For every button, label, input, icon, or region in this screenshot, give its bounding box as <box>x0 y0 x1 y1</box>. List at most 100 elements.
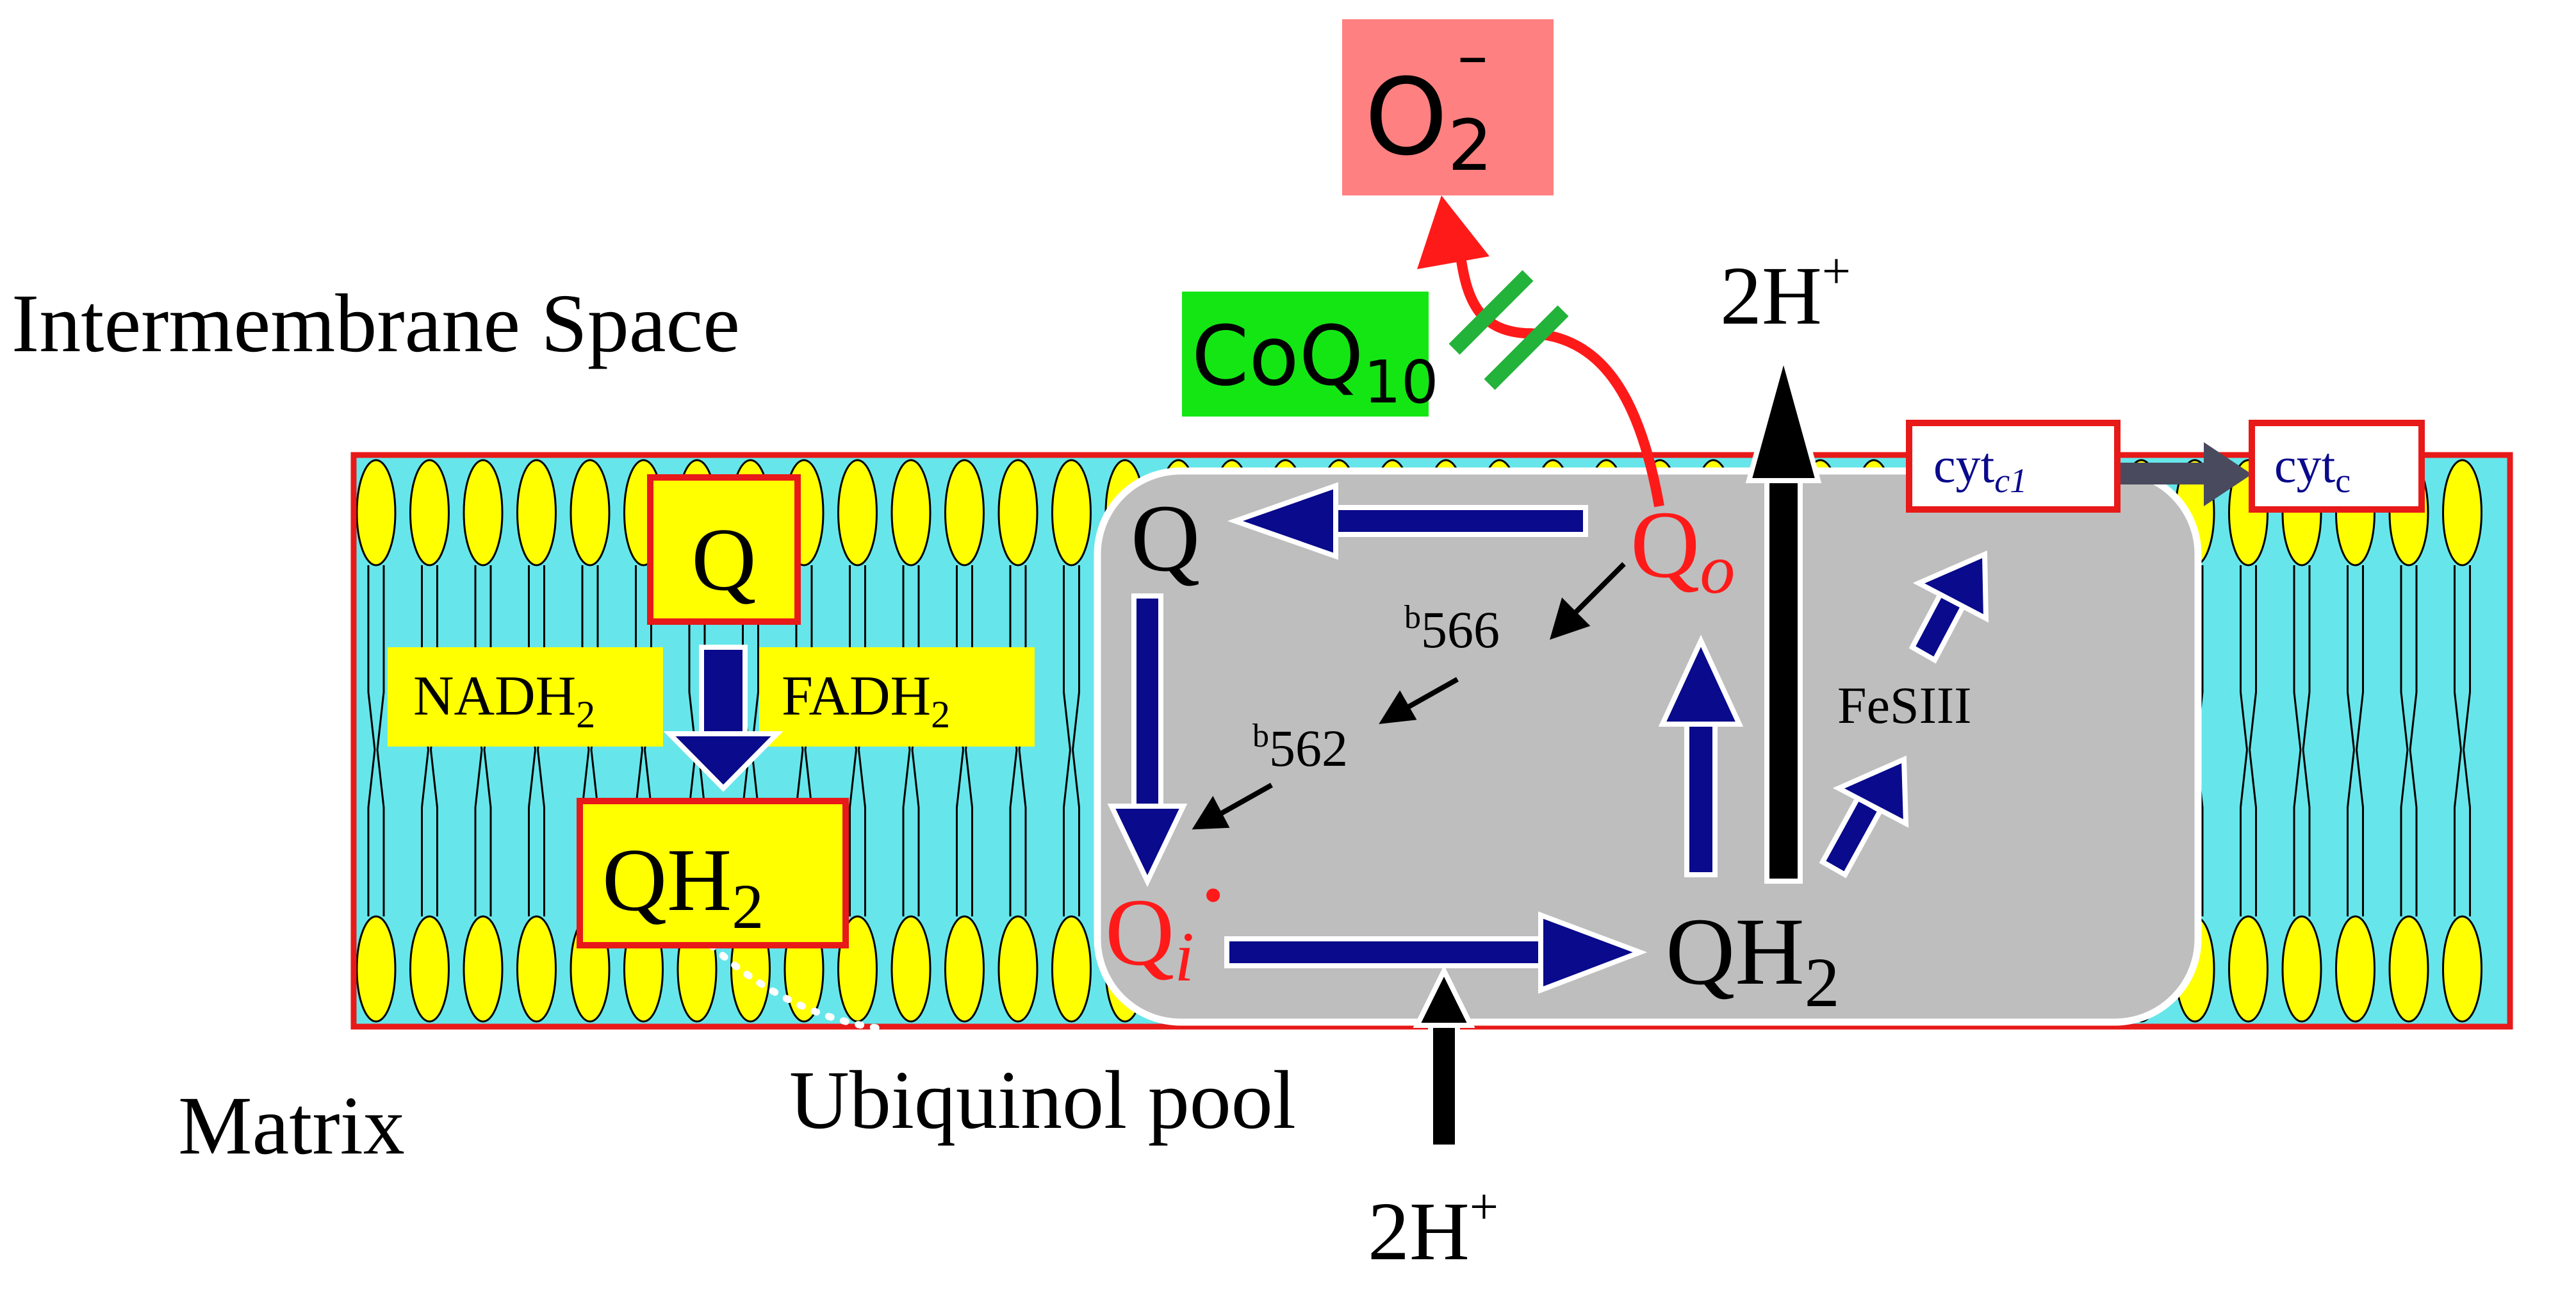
lipid-head <box>516 459 557 566</box>
arrow-b562-to-qi <box>1219 782 1273 816</box>
lipid-head <box>409 459 450 566</box>
q-cycle-label: Q <box>1131 485 1200 591</box>
b562-superscript: b <box>1252 718 1269 754</box>
superoxide-leak-arrow <box>1456 255 1664 508</box>
qh2-cycle-subscript: 2 <box>1805 943 1840 1021</box>
fadh2-subscript: 2 <box>931 693 950 736</box>
svg-text:NADH2: NADH2 <box>413 665 595 736</box>
arrow-q-to-qh2-left <box>663 645 783 792</box>
lipid-tail <box>2293 565 2311 916</box>
q-box: Q <box>647 474 801 625</box>
svg-text:FADH2: FADH2 <box>782 665 950 736</box>
qh2-cycle-label: QH <box>1666 898 1805 1005</box>
lipid-head <box>2388 915 2429 1023</box>
svg-text:b566: b566 <box>1404 599 1500 659</box>
superoxide-charge: – <box>1457 21 1488 92</box>
lipid-head <box>463 915 504 1023</box>
qh2-box: QH2 <box>577 798 849 948</box>
qh2-box-subscript: 2 <box>732 871 764 942</box>
arrow-b566-to-b562 <box>1405 677 1459 711</box>
lipid-head <box>944 915 985 1023</box>
svg-text:2H+: 2H+ <box>1368 1179 1498 1278</box>
nadh2-subscript: 2 <box>576 693 595 736</box>
lipid-head <box>890 459 931 566</box>
proton-bottom-label: 2H <box>1368 1186 1470 1278</box>
svg-text:cytc1: cytc1 <box>1933 437 2027 500</box>
lipid-tail <box>2454 565 2471 916</box>
lipid-head <box>516 915 557 1023</box>
lipid-head <box>356 459 397 566</box>
cytc1-to-cytc-arrow <box>2121 442 2252 506</box>
lipid-tail <box>1063 565 1080 916</box>
inhibition-marks <box>1448 270 1569 390</box>
svg-text:Qo: Qo <box>1630 492 1735 608</box>
lipid-head <box>409 915 450 1023</box>
svg-text:b562: b562 <box>1252 718 1348 777</box>
arrow-fesiii-to-cytc1 <box>1908 550 1989 664</box>
qi-subscript: i <box>1174 918 1194 996</box>
arrow-qi-to-qh2 <box>1224 911 1648 994</box>
cytc1-label: cyt <box>1933 437 1995 493</box>
b566-superscript: b <box>1404 599 1421 636</box>
arrow-b562-to-qi-head <box>1192 795 1230 830</box>
lipid-head <box>1051 915 1092 1023</box>
electron-arrows <box>1192 562 1626 830</box>
lipid-head <box>2442 459 2482 566</box>
qi-label: Q <box>1105 879 1174 986</box>
fadh2-box: FADH2 <box>759 647 1035 747</box>
superoxide-subscript: 2 <box>1448 104 1493 186</box>
svg-text:QH2: QH2 <box>602 831 764 942</box>
svg-text:QH2: QH2 <box>1666 898 1840 1021</box>
nadh2-label: NADH <box>413 665 576 727</box>
q-box-label: Q <box>691 510 756 609</box>
qh2-box-label: QH <box>602 831 732 930</box>
qo-label: Q <box>1630 492 1700 598</box>
lipid-head <box>2281 915 2322 1023</box>
lipid-head <box>997 915 1038 1023</box>
proton-top-superscript: + <box>1822 244 1851 300</box>
coq10-box: CoQ10 <box>1182 292 1439 417</box>
proton-top-label: 2H <box>1720 250 1822 342</box>
intermembrane-space-label: Intermembrane Space <box>12 277 740 370</box>
arrow-qo-to-b566-head <box>1550 597 1591 640</box>
arrow-q-to-qi <box>1107 593 1188 888</box>
matrix-label: Matrix <box>178 1080 405 1172</box>
coq10-label: CoQ <box>1192 309 1363 404</box>
arrow-qo-to-q <box>1227 482 1588 560</box>
coq10-subscript: 10 <box>1363 348 1438 417</box>
arrow-qo-to-b566 <box>1571 562 1626 617</box>
lipid-head <box>2228 915 2268 1023</box>
ubiquinol-pool-label: Ubiquinol pool <box>789 1054 1296 1146</box>
svg-text:CoQ10: CoQ10 <box>1192 309 1439 417</box>
cytc-label: cyt <box>2274 437 2336 493</box>
lipid-head <box>356 915 397 1023</box>
arrow-b566-to-b562-head <box>1379 690 1417 724</box>
superoxide-leak-arrowhead <box>1417 195 1489 269</box>
proton-arrow-bottom <box>1413 964 1475 1150</box>
qi-radical-dot: · <box>1199 849 1227 941</box>
lipid-head <box>837 459 878 566</box>
cytc1-box: cytc1 <box>1906 420 2121 513</box>
lipid-tail <box>2400 565 2418 916</box>
lipid-head <box>890 915 931 1023</box>
lipid-head <box>944 459 985 566</box>
arrow-qh2-to-fesiii <box>1819 755 1909 879</box>
proton-arrow-up <box>1745 346 1822 884</box>
lipid-tail <box>2347 565 2364 916</box>
pool-dotted-connector <box>707 941 885 1032</box>
cytc1-subscript: c1 <box>1994 461 2027 500</box>
lipid-head <box>463 459 504 566</box>
nadh2-box: NADH2 <box>388 647 663 747</box>
lipid-tail <box>2240 565 2257 916</box>
svg-text:2H+: 2H+ <box>1720 244 1851 342</box>
lipid-head <box>2335 915 2375 1023</box>
lipid-head <box>2442 915 2482 1023</box>
b562-label: 562 <box>1269 719 1348 777</box>
cytc-box: cytc <box>2249 420 2425 513</box>
cytc-subscript: c <box>2335 461 2350 500</box>
svg-text:Qi: Qi <box>1105 879 1194 996</box>
fesiii-label: FeSIII <box>1837 676 1972 734</box>
fadh2-label: FADH <box>782 665 931 727</box>
lipid-head <box>997 459 1038 566</box>
